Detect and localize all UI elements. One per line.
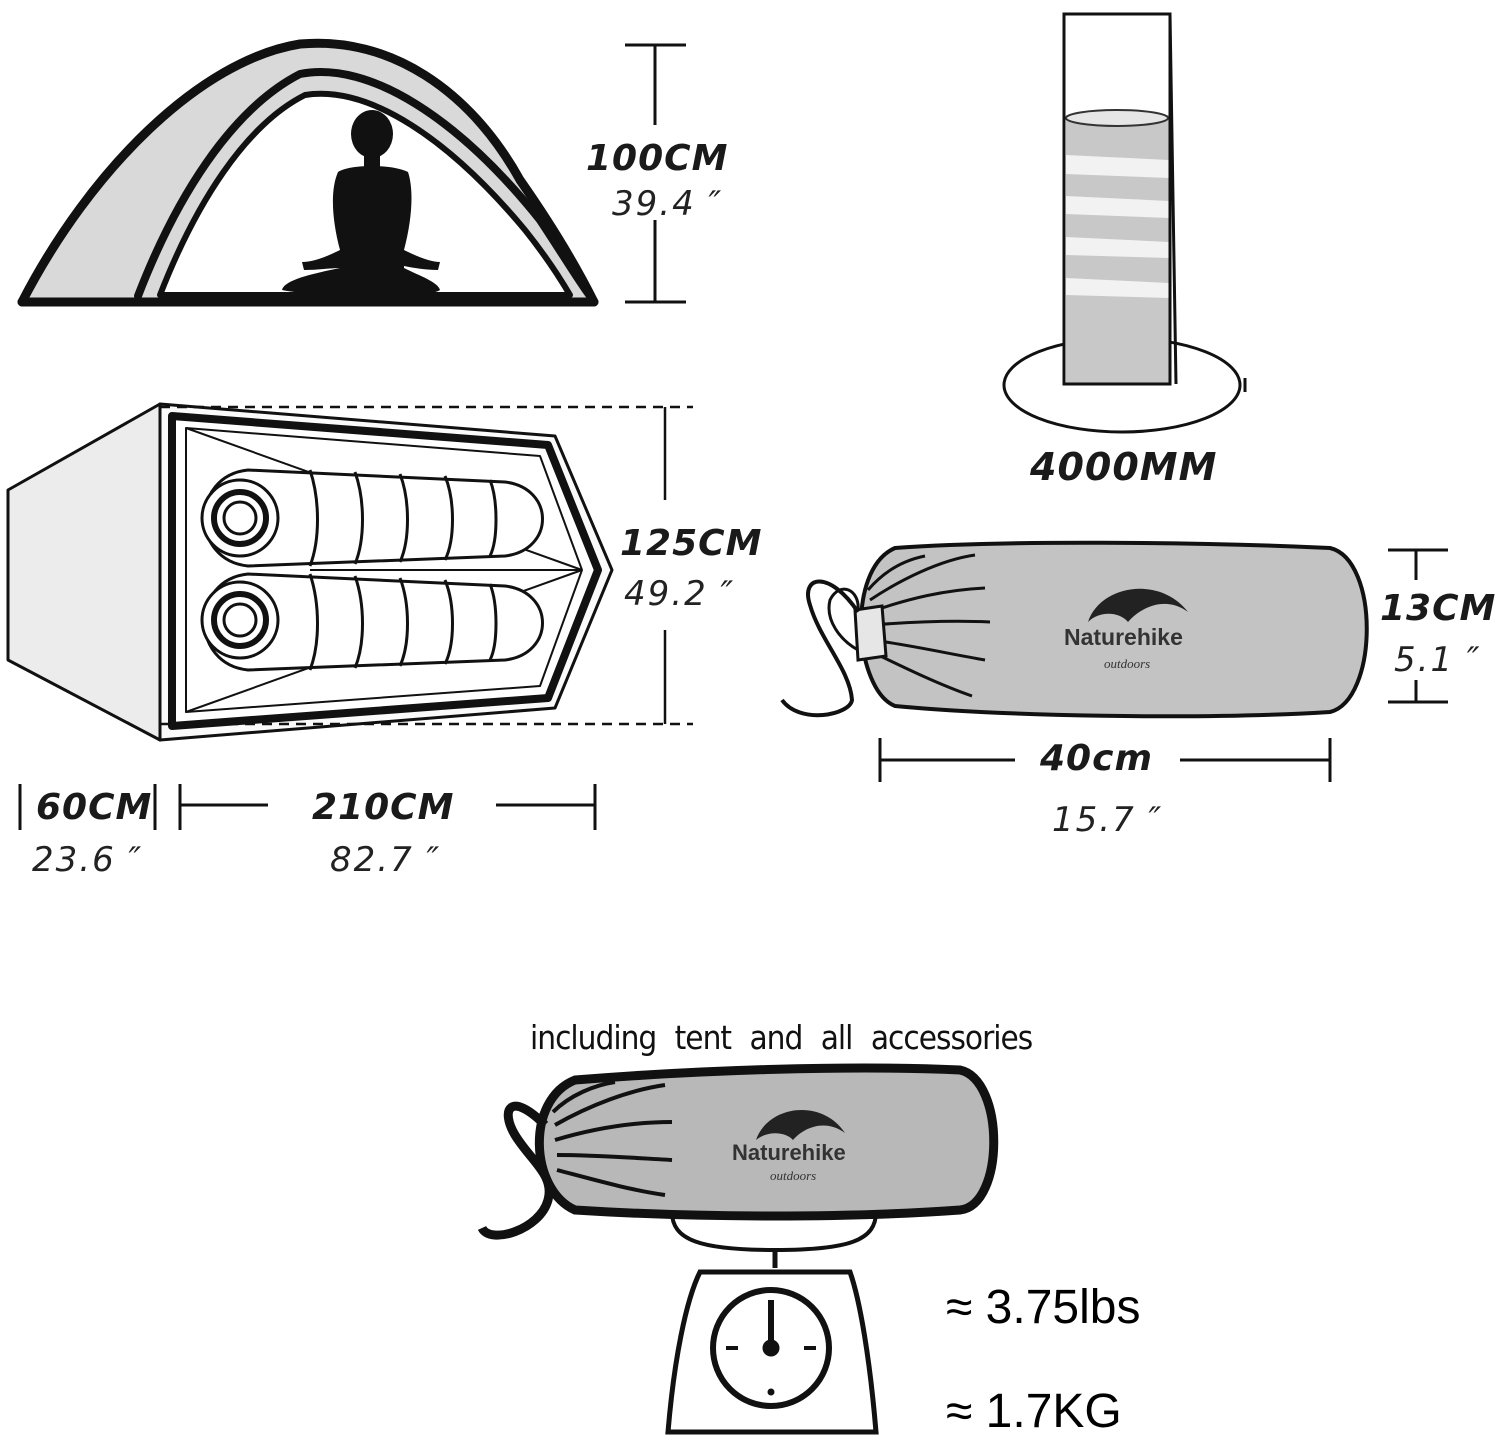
bag-diameter-dimension-line <box>1388 548 1448 704</box>
tent-height-imperial-label: 39.4 ″ <box>612 184 724 224</box>
bag-length-imperial-label: 15.7 ″ <box>1052 800 1164 840</box>
bag-diameter-imperial-label: 5.1 ″ <box>1394 640 1482 680</box>
brand-name: Naturehike <box>1064 624 1183 650</box>
weight-kg-label: ≈ 1.7KG <box>946 1385 1122 1438</box>
naturehike-logo <box>756 1109 845 1140</box>
tent-length-metric-label: 210CM <box>312 787 455 828</box>
water-column-icon <box>1002 12 1247 434</box>
naturehike-logo <box>1088 588 1188 622</box>
brand-tagline: outdoors <box>770 1168 817 1183</box>
vestibule-depth-metric-label: 60CM <box>36 787 153 828</box>
brand-tagline: outdoors <box>1104 656 1151 671</box>
tent-height-metric-label: 100CM <box>586 138 729 179</box>
sleeping-bag-icon <box>200 572 544 672</box>
packed-bag-icon <box>477 1063 999 1240</box>
packed-bag-icon <box>780 540 1369 719</box>
weight-lbs-label: ≈ 3.75lbs <box>946 1281 1141 1334</box>
bag-diameter-metric-label: 13CM <box>1380 588 1497 629</box>
scale-icon <box>665 1210 879 1435</box>
person-silhouette-icon <box>282 110 440 296</box>
tent-length-imperial-label: 82.7 ″ <box>330 840 442 880</box>
tent-top-view <box>6 402 614 742</box>
bag-length-metric-label: 40cm <box>1040 738 1153 779</box>
brand-name: Naturehike <box>732 1140 846 1165</box>
bag-length-dimension-line <box>878 738 1332 782</box>
waterproof-rating-label: 4000MM <box>1030 445 1218 489</box>
sleeping-bag-icon <box>200 468 544 568</box>
tent-width-imperial-label: 49.2 ″ <box>624 574 736 614</box>
width-dimension-line <box>160 405 693 726</box>
length-dimension-line <box>18 784 597 830</box>
height-dimension-line <box>625 43 686 304</box>
weight-note: including tent and all accessories <box>530 1018 1033 1057</box>
vestibule-depth-imperial-label: 23.6 ″ <box>32 840 144 880</box>
tent-width-metric-label: 125CM <box>620 523 763 564</box>
